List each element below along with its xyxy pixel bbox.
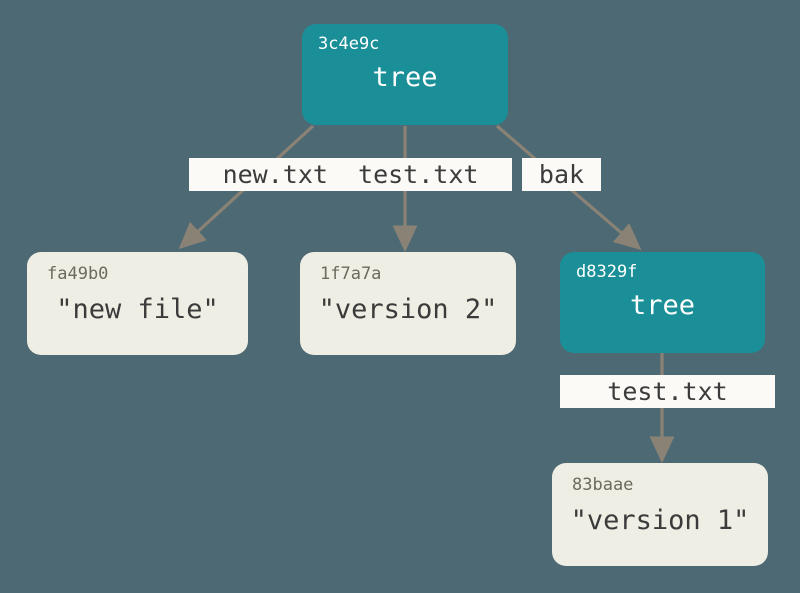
node-label: "version 1" [570,505,750,536]
node-hash: 83baae [572,475,634,495]
node-label: tree [629,290,696,321]
node-hash: 1f7a7a [320,264,382,284]
node-fa49b0[interactable]: fa49b0 "new file" [27,252,248,355]
node-1f7a7a[interactable]: 1f7a7a "version 2" [300,252,516,355]
node-d8329f[interactable]: d8329f tree [560,252,765,353]
node-83baae[interactable]: 83baae "version 1" [552,463,768,566]
node-label: "new file" [56,294,219,325]
node-label: "version 2" [318,294,498,325]
edge-label-new-txt-test-txt: new.txt test.txt [189,158,512,191]
node-label: tree [372,62,438,93]
edge-label-bak: bak [522,158,601,191]
node-hash: 3c4e9c [318,34,380,54]
node-hash: fa49b0 [47,264,109,284]
node-hash: d8329f [576,262,638,282]
edge-label-test-txt-lower: test.txt [560,375,775,408]
node-3c4e9c[interactable]: 3c4e9c tree [302,24,508,125]
